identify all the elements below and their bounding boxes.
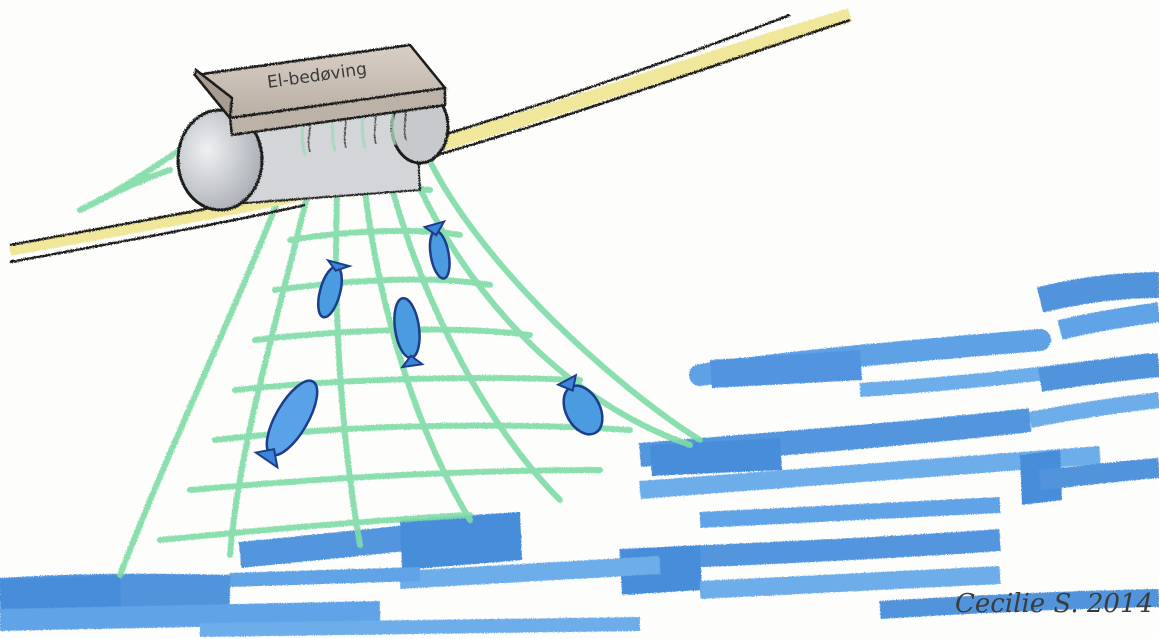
fish-icon: [314, 260, 350, 320]
artist-signature: Cecilie S. 2014: [955, 589, 1153, 619]
net-icon: [80, 140, 700, 575]
water-strokes: [0, 285, 1159, 630]
fish-icon: [391, 297, 424, 368]
